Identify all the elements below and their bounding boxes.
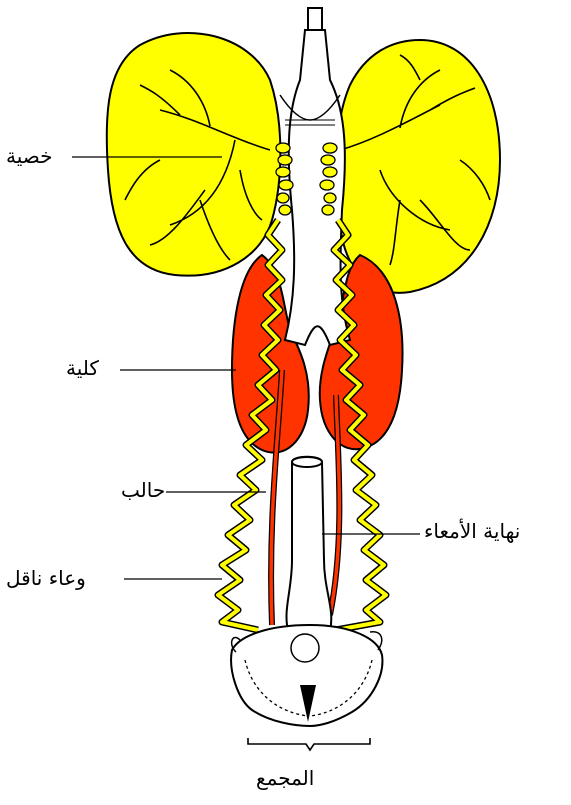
left-testis	[107, 33, 281, 276]
central-vessel	[285, 30, 350, 345]
label-testis: خصية	[6, 146, 52, 166]
label-cloaca: المجمع	[256, 768, 314, 788]
vessel-top	[308, 8, 322, 30]
label-intestine-end: نهاية الأمعاء	[424, 521, 520, 541]
label-vas-deferens: وعاء ناقل	[6, 568, 86, 588]
label-ureter: حالب	[121, 480, 165, 500]
cloaca-brace	[248, 738, 370, 750]
intestine-end	[286, 457, 331, 630]
cloaca-structure	[231, 625, 382, 726]
label-kidney: كلية	[66, 358, 99, 378]
